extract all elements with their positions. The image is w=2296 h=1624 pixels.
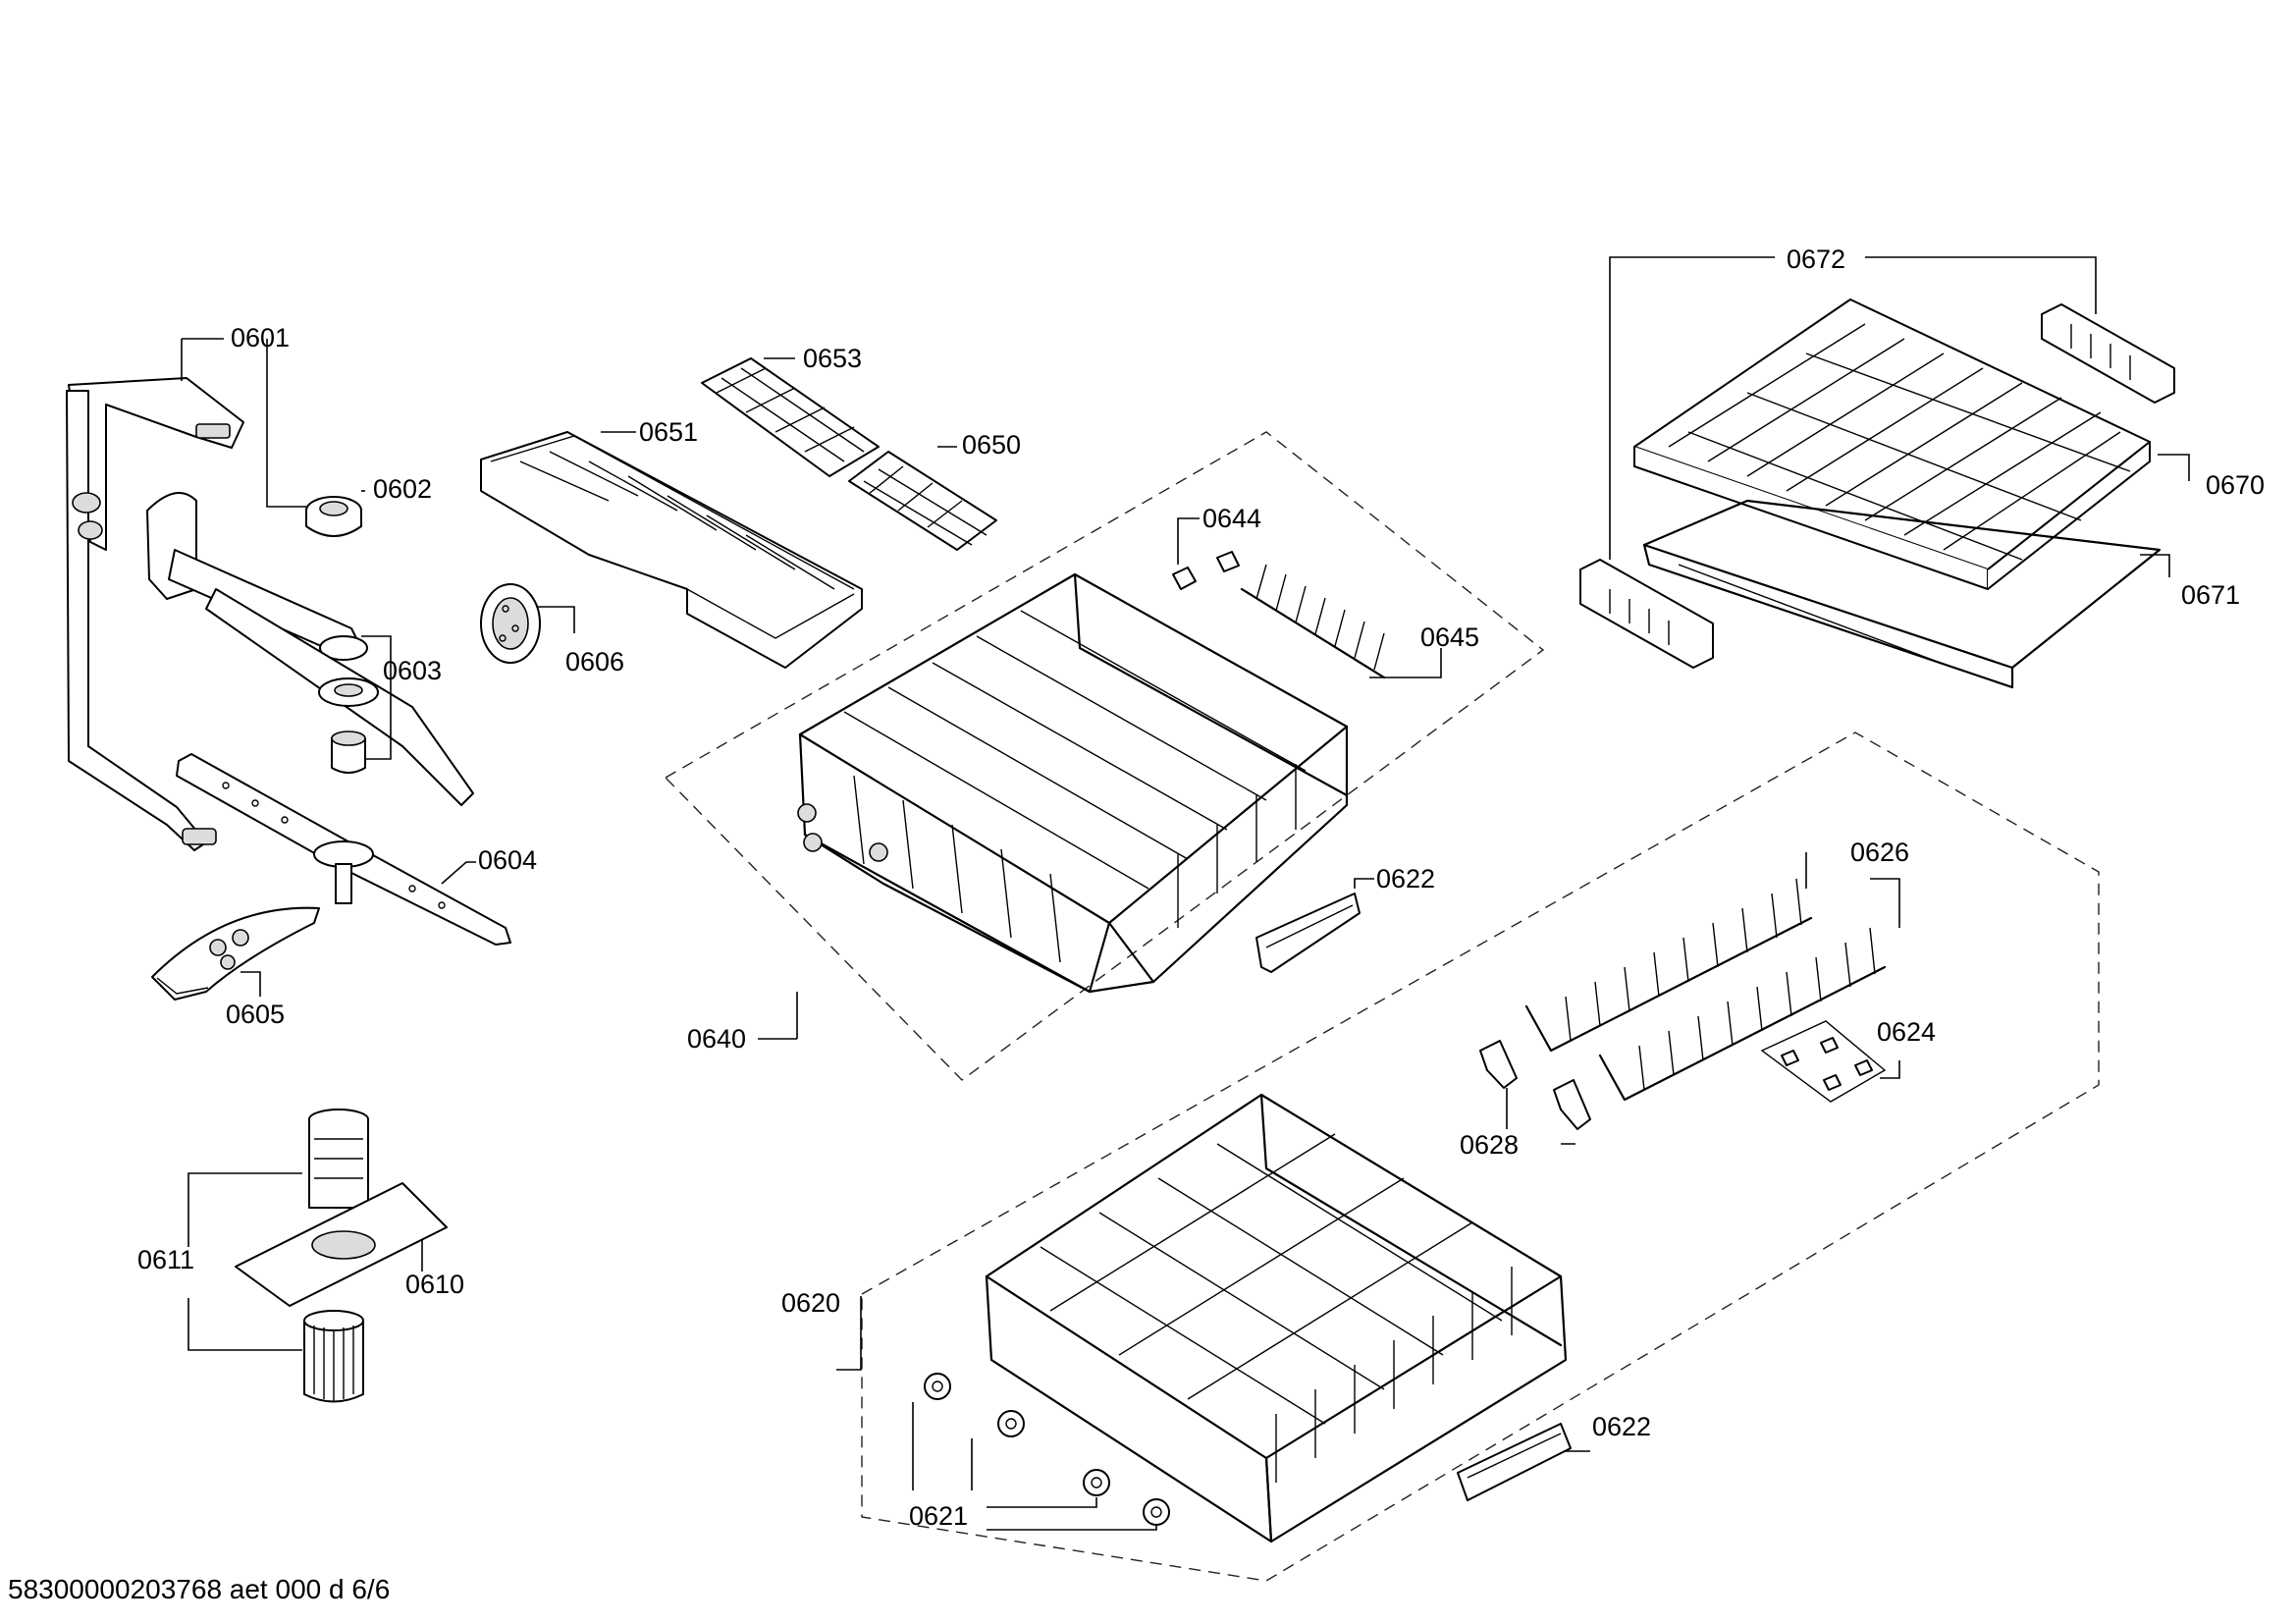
third-rack-rail-left-drawing: [1579, 559, 1714, 669]
cutlery-insert-0653-drawing: [701, 357, 880, 477]
leader-0644: [1177, 517, 1200, 565]
tine-rack-0626-drawing: [1524, 878, 1887, 1102]
leader-0628: [1506, 1088, 1575, 1145]
upper-basket-drawing: [797, 572, 1349, 994]
leader-0626: [1805, 852, 1900, 928]
label-0653[interactable]: 0653: [803, 344, 862, 373]
lower-basket-group-outline: [861, 731, 2100, 1582]
small-parts-0624-drawing: [1760, 1020, 1887, 1103]
label-0601[interactable]: 0601: [231, 323, 290, 352]
fine-filter-drawing: [151, 906, 320, 1001]
label-0624[interactable]: 0624: [1877, 1017, 1936, 1047]
label-0606[interactable]: 0606: [565, 647, 624, 677]
leader-0604: [441, 861, 476, 885]
handle-0622-upper-drawing: [1255, 893, 1361, 973]
handle-0622-lower-drawing: [1457, 1423, 1572, 1501]
label-0611[interactable]: 0611: [137, 1245, 194, 1274]
cutlery-insert-0650-drawing: [848, 451, 997, 551]
label-0628[interactable]: 0628: [1460, 1130, 1519, 1160]
label-0672[interactable]: 0672: [1787, 244, 1845, 274]
label-0671[interactable]: 0671: [2181, 580, 2240, 610]
label-0640[interactable]: 0640: [687, 1024, 746, 1054]
leader-0601: [181, 338, 224, 381]
leader-0620: [836, 1296, 862, 1371]
leader-0611: [187, 1172, 302, 1351]
label-0602[interactable]: 0602: [373, 474, 432, 504]
third-rack-rail-right-drawing: [2041, 303, 2175, 404]
label-0604[interactable]: 0604: [478, 845, 537, 875]
leader-0621: [912, 1402, 1157, 1531]
label-0622-lower[interactable]: 0622: [1592, 1412, 1651, 1441]
part-labels: 0601 0602 0603 0604 0605 0606 0610 0611 …: [137, 244, 2265, 1531]
leader-0605: [240, 971, 261, 997]
label-0644[interactable]: 0644: [1202, 504, 1261, 533]
label-0605[interactable]: 0605: [226, 1000, 285, 1029]
third-rack-tray-drawing: [1633, 298, 2151, 590]
upper-basket-group-outline: [664, 431, 1545, 1081]
leader-0645: [1369, 648, 1442, 678]
leader-0672: [1609, 256, 2097, 560]
leader-0603: [361, 635, 392, 760]
label-0626[interactable]: 0626: [1850, 838, 1909, 867]
leader-0602-a: [266, 339, 306, 508]
label-0651[interactable]: 0651: [639, 417, 698, 447]
leader-0606: [538, 606, 575, 633]
clip-0644-drawing: [1172, 551, 1240, 590]
label-0603[interactable]: 0603: [383, 656, 442, 685]
leader-0622-upper: [1354, 878, 1374, 889]
label-0610[interactable]: 0610: [405, 1270, 464, 1299]
leader-0671: [2140, 554, 2170, 577]
label-0670[interactable]: 0670: [2206, 470, 2265, 500]
wheels-0621-drawing: [924, 1373, 1170, 1526]
tine-rack-0645-drawing: [1240, 564, 1386, 679]
lower-basket-drawing: [985, 1093, 1568, 1543]
leader-0670: [2158, 454, 2190, 481]
spray-pipe-drawing: [66, 377, 244, 851]
label-0645[interactable]: 0645: [1420, 623, 1479, 652]
clip-0628-drawing: [1479, 1040, 1591, 1130]
label-0650[interactable]: 0650: [962, 430, 1021, 460]
nozzle-nut-drawing: [305, 496, 362, 537]
upper-spray-arm-drawing: [146, 492, 474, 806]
lower-spray-arm-drawing: [176, 753, 511, 946]
drawing-reference-number: 58300000203768 aet 000 d 6/6: [8, 1574, 390, 1604]
label-0622-upper[interactable]: 0622: [1376, 864, 1435, 893]
label-0621[interactable]: 0621: [909, 1501, 968, 1531]
sump-filter-drawing: [235, 1109, 448, 1403]
leader-0624: [1880, 1060, 1900, 1079]
leader-0640: [758, 992, 798, 1040]
cutlery-tray-drawing: [480, 431, 863, 669]
filter-disc-drawing: [480, 583, 541, 664]
label-0620[interactable]: 0620: [781, 1288, 840, 1318]
third-rack-frame-drawing: [1642, 499, 2162, 689]
